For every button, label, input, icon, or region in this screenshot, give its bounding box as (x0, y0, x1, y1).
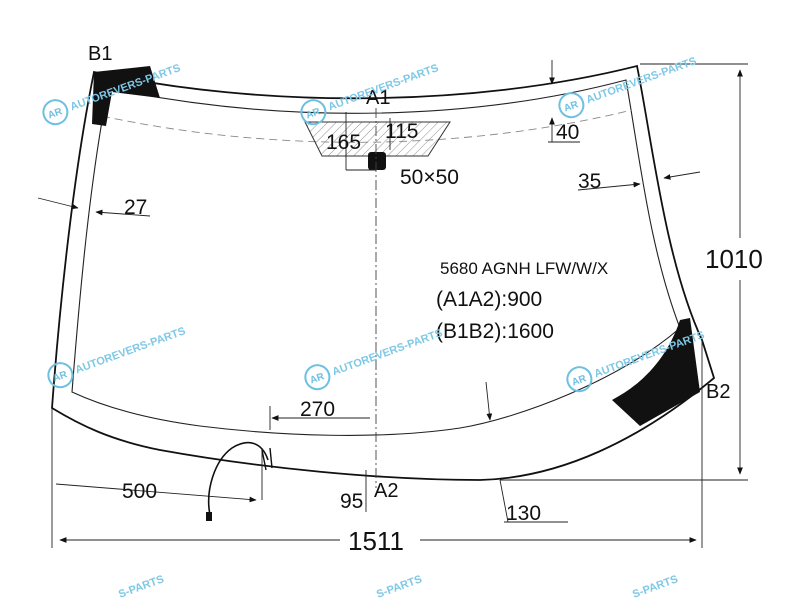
svg-text:AR: AR (46, 106, 64, 122)
dim-500: 500 (122, 480, 157, 503)
svg-text:AUTOREVERS-PARTS: AUTOREVERS-PARTS (331, 327, 444, 378)
wire-connector (206, 512, 212, 521)
svg-text:S-PARTS: S-PARTS (117, 573, 166, 600)
dim-40: 40 (556, 121, 579, 144)
svg-text:AUTOREVERS-PARTS: AUTOREVERS-PARTS (585, 55, 698, 106)
watermark-2: AR AUTOREVERS-PARTS (300, 62, 440, 126)
sensor-pad (368, 152, 386, 170)
dim-115: 115 (385, 120, 418, 143)
watermark-5: AR AUTOREVERS-PARTS (304, 327, 444, 391)
svg-text:AUTOREVERS-PARTS: AUTOREVERS-PARTS (74, 325, 187, 376)
part-code: 5680 AGNH LFW/W/X (440, 259, 608, 278)
label-a1: A1 (366, 87, 390, 109)
svg-text:AR: AR (304, 106, 322, 122)
label-b2: B2 (706, 381, 730, 403)
black-corner-b1 (92, 66, 160, 126)
svg-text:AR: AR (51, 369, 69, 385)
dim-width: 1511 (348, 526, 404, 556)
dim-27: 27 (124, 196, 147, 219)
dim-50x50: 50×50 (400, 166, 459, 189)
watermark-8: S-PARTS (375, 573, 424, 600)
watermark-9: S-PARTS (631, 573, 680, 600)
svg-text:AR: AR (308, 371, 326, 387)
watermark-1: AR AUTOREVERS-PARTS (42, 62, 182, 126)
heater-wire (208, 441, 269, 516)
dim-130: 130 (506, 502, 541, 525)
watermark-3: AR AUTOREVERS-PARTS (558, 55, 698, 119)
dim-35: 35 (578, 170, 601, 193)
svg-text:AR: AR (570, 373, 588, 389)
dim-270: 270 (300, 398, 335, 421)
dim-95: 95 (340, 490, 363, 513)
visible-area-line (71, 79, 681, 436)
label-b1: B1 (88, 43, 112, 65)
svg-text:S-PARTS: S-PARTS (631, 573, 680, 600)
svg-text:AR: AR (562, 99, 580, 115)
watermark-4: AR AUTOREVERS-PARTS (47, 325, 187, 389)
dim-height: 1010 (705, 244, 763, 274)
label-a2: A2 (374, 480, 398, 502)
ratio-a1a2: (A1A2):900 (436, 288, 542, 311)
dim-165: 165 (326, 131, 361, 154)
black-corner-b2 (612, 318, 700, 426)
watermark-7: S-PARTS (117, 573, 166, 600)
glass-outline (51, 64, 716, 481)
sensor-area (304, 121, 451, 157)
svg-text:S-PARTS: S-PARTS (375, 573, 424, 600)
ratio-b1b2: (B1B2):1600 (436, 320, 554, 343)
